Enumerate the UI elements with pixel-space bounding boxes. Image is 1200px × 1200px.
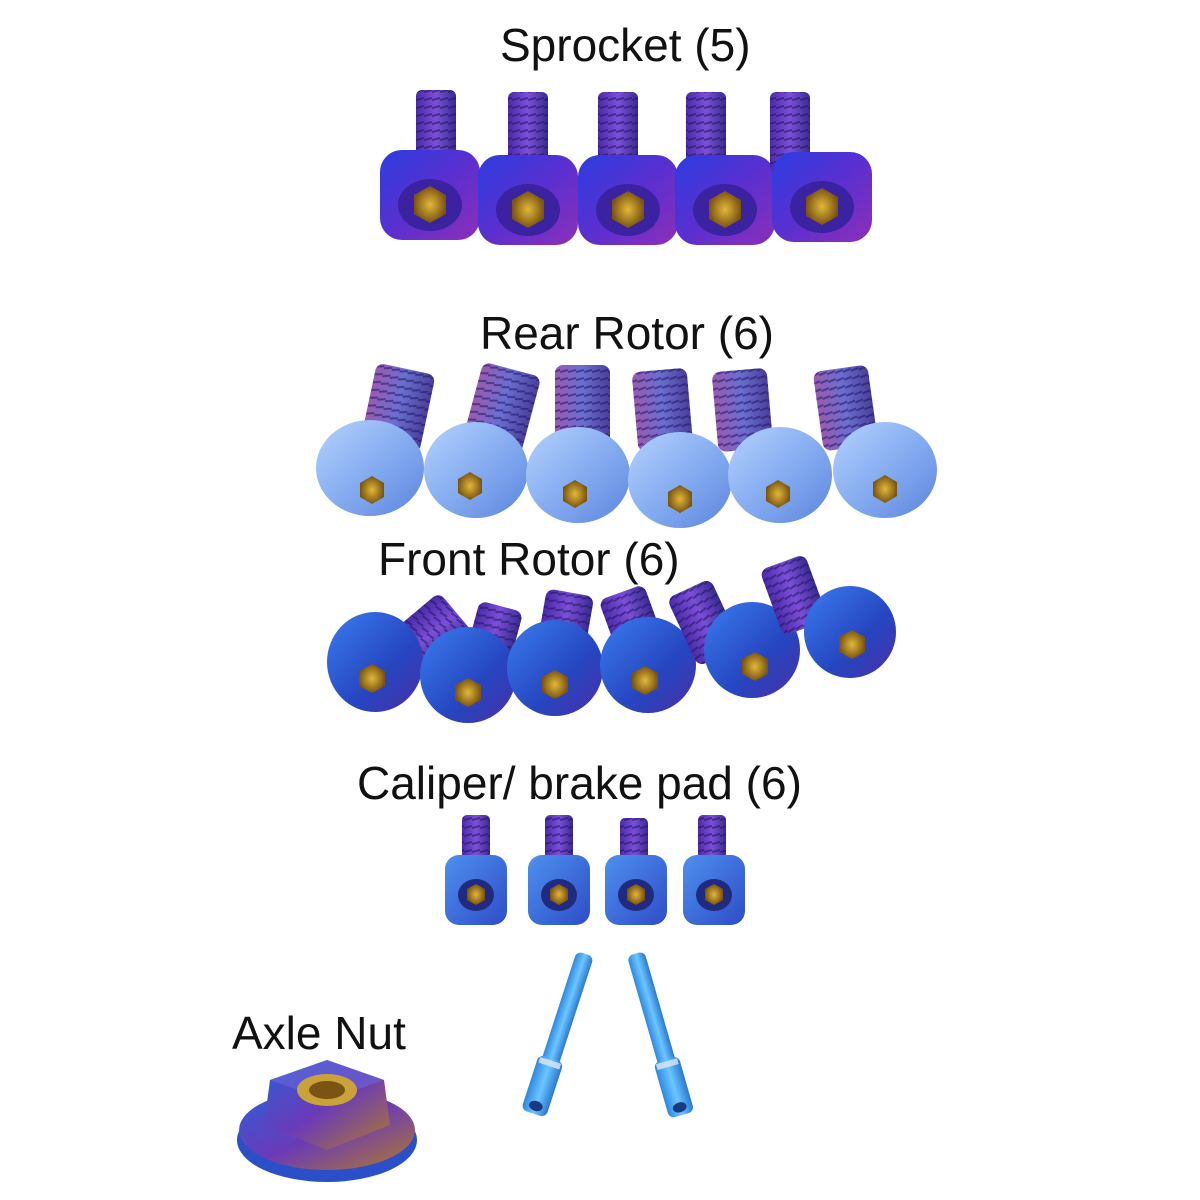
sprocket-bolts xyxy=(380,90,872,245)
sprocket-bolt xyxy=(770,92,872,242)
rear-rotor-bolt xyxy=(424,363,540,518)
front-rotor-label: Front Rotor (6) xyxy=(378,533,680,585)
caliper-bolt xyxy=(528,815,590,925)
rear-rotor-bolt xyxy=(526,365,630,523)
sprocket-label: Sprocket (5) xyxy=(500,19,751,71)
rear-rotor-bolt xyxy=(316,364,435,516)
brake-pad-pin xyxy=(628,952,693,1118)
rear-rotor-bolt xyxy=(712,368,832,523)
brake-pad-pin xyxy=(522,952,593,1117)
rear-rotor-label: Rear Rotor (6) xyxy=(480,307,774,359)
front-rotor-bolt xyxy=(761,556,896,678)
axle-nut xyxy=(237,1060,417,1182)
caliper-label: Caliper/ brake pad (6) xyxy=(357,757,802,809)
front-rotor-bolt xyxy=(507,589,603,716)
caliper-bolt xyxy=(445,815,507,925)
rear-rotor-bolt xyxy=(813,365,937,518)
caliper-bolt xyxy=(605,818,667,925)
sprocket-bolt xyxy=(578,92,678,245)
sprocket-bolt xyxy=(380,90,480,240)
front-rotor-bolt xyxy=(669,580,800,698)
rear-rotor-bolt xyxy=(628,368,732,528)
sprocket-bolt xyxy=(675,92,775,245)
front-rotor-bolt xyxy=(327,595,472,712)
front-rotor-bolt xyxy=(420,602,522,723)
front-rotor-bolt xyxy=(600,586,696,713)
axle-nut-label: Axle Nut xyxy=(232,1007,406,1059)
rear-rotor-bolts xyxy=(316,363,937,528)
caliper-bolt xyxy=(683,815,745,925)
caliper-bolts xyxy=(445,815,745,925)
sprocket-bolt xyxy=(478,92,578,245)
brake-pad-pins xyxy=(522,952,693,1118)
front-rotor-bolts xyxy=(327,556,896,723)
